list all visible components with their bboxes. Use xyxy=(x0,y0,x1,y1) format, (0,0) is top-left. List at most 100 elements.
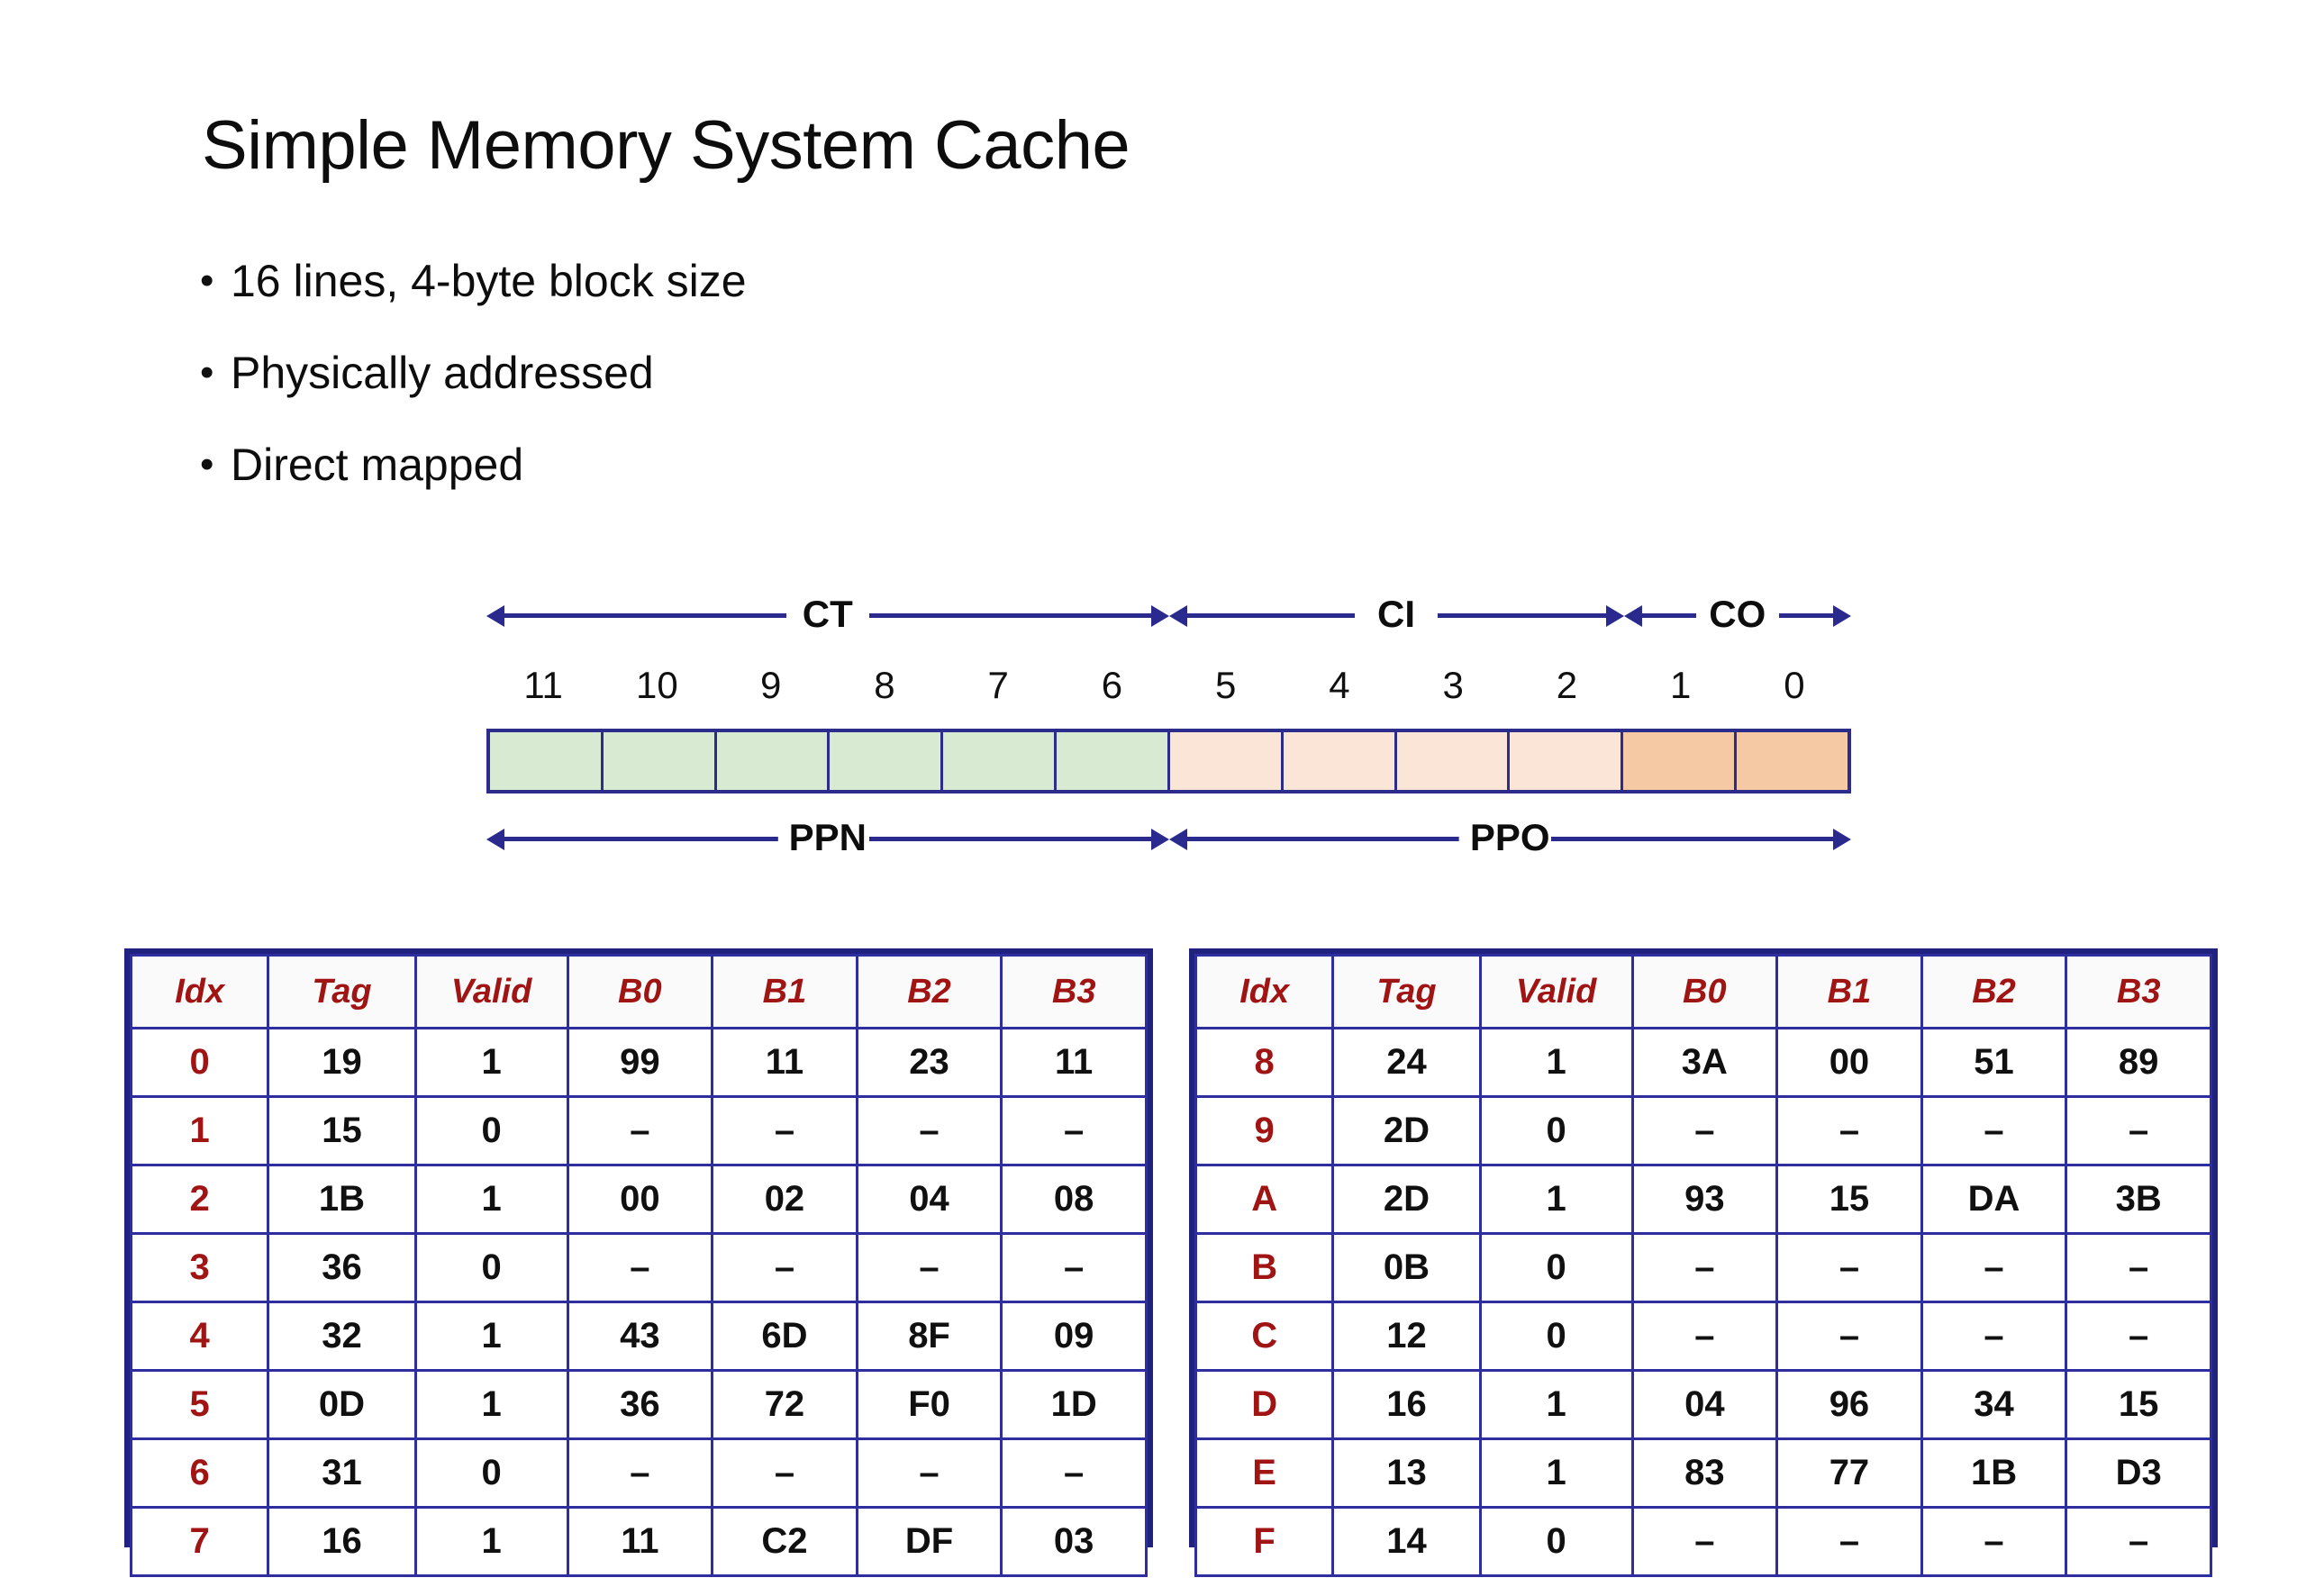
bit-number-label: 6 xyxy=(1101,664,1123,706)
arrow-head-left-icon xyxy=(1168,605,1187,627)
cell-b0: – xyxy=(566,1437,714,1509)
arrow-line-left xyxy=(1185,613,1355,618)
field-span-co: CO xyxy=(1623,586,1851,642)
cell-idx: E xyxy=(1194,1437,1335,1509)
bullet-text: Physically addressed xyxy=(231,348,654,398)
field-span-ppn: PPN xyxy=(486,810,1169,866)
arrow-head-left-icon xyxy=(486,605,504,627)
arrow-line-right xyxy=(1438,613,1608,618)
column-header-tag: Tag xyxy=(267,954,417,1029)
column-header-idx: Idx xyxy=(129,954,270,1029)
cell-idx: A xyxy=(1194,1164,1335,1235)
bit-number-label: 7 xyxy=(987,664,1009,706)
cell-b0: – xyxy=(566,1232,714,1303)
column-header-b3: B3 xyxy=(2065,954,2212,1029)
cell-valid: 0 xyxy=(1478,1095,1634,1166)
cell-b3: – xyxy=(1000,1095,1148,1166)
bit-number-label: 0 xyxy=(1784,664,1805,706)
cell-b0: 36 xyxy=(566,1369,714,1440)
cell-idx: 1 xyxy=(129,1095,270,1166)
cell-valid: 1 xyxy=(413,1164,569,1235)
arrow-line-right xyxy=(1551,837,1835,841)
bit-cell-3 xyxy=(1396,732,1511,790)
cell-tag: 12 xyxy=(1331,1301,1482,1372)
bit-cell-6 xyxy=(1057,732,1170,790)
cell-b0: 43 xyxy=(566,1301,714,1372)
column-header-b0: B0 xyxy=(1630,954,1779,1029)
cell-b1: – xyxy=(1775,1095,1923,1166)
cell-b0: 3A xyxy=(1630,1027,1779,1098)
cell-b3: – xyxy=(2065,1506,2212,1577)
cell-b3: – xyxy=(2065,1232,2212,1303)
arrow-line-right xyxy=(1778,613,1835,618)
column-header-b2: B2 xyxy=(1920,954,2068,1029)
cell-b3: 15 xyxy=(2065,1369,2212,1440)
cell-b1: – xyxy=(711,1437,858,1509)
cell-b3: – xyxy=(2065,1095,2212,1166)
arrow-head-left-icon xyxy=(1168,829,1187,850)
cell-b2: – xyxy=(855,1095,1003,1166)
cell-valid: 1 xyxy=(1478,1164,1634,1235)
arrow-line-right xyxy=(868,837,1153,841)
cell-tag: 24 xyxy=(1331,1027,1482,1098)
arrow-head-right-icon xyxy=(1833,605,1851,627)
cell-b2: – xyxy=(1920,1506,2068,1577)
cell-b2: DF xyxy=(855,1506,1003,1577)
cell-idx: 7 xyxy=(129,1506,270,1577)
column-header-tag: Tag xyxy=(1331,954,1482,1029)
arrow-head-left-icon xyxy=(1623,605,1642,627)
cell-tag: 2D xyxy=(1331,1164,1482,1235)
field-span-ct: CT xyxy=(486,586,1169,642)
arrow-line-left xyxy=(503,837,786,841)
cell-b1: – xyxy=(1775,1232,1923,1303)
bit-number-label: 5 xyxy=(1214,664,1237,706)
cell-b1: 6D xyxy=(711,1301,858,1372)
cell-b1: 77 xyxy=(1775,1437,1923,1509)
bullet-text: Direct mapped xyxy=(231,440,524,490)
bit-cell-0 xyxy=(1737,732,1848,790)
cell-idx: D xyxy=(1194,1369,1335,1440)
cell-b0: 00 xyxy=(566,1164,714,1235)
column-header-b2: B2 xyxy=(855,954,1003,1029)
cell-b0: 99 xyxy=(566,1027,714,1098)
cell-b2: – xyxy=(1920,1301,2068,1372)
cell-b2: 51 xyxy=(1920,1027,2068,1098)
field-span-ci: CI xyxy=(1168,586,1624,642)
cell-b0: – xyxy=(1630,1301,1779,1372)
bullet-dot-icon: • xyxy=(200,442,214,486)
bit-cell-2 xyxy=(1510,732,1624,790)
cell-valid: 0 xyxy=(413,1437,569,1509)
cell-valid: 0 xyxy=(413,1095,569,1166)
cell-b0: 04 xyxy=(1630,1369,1779,1440)
bit-number-label: 3 xyxy=(1442,664,1464,706)
cell-b3: 03 xyxy=(1000,1506,1148,1577)
column-header-valid: Valid xyxy=(413,954,569,1029)
cell-idx: 2 xyxy=(129,1164,270,1235)
cell-b3: 1D xyxy=(1000,1369,1148,1440)
cell-b1: C2 xyxy=(711,1506,858,1577)
cell-idx: 3 xyxy=(129,1232,270,1303)
cell-valid: 0 xyxy=(413,1232,569,1303)
bit-number-label: 2 xyxy=(1556,664,1578,706)
cell-valid: 0 xyxy=(1478,1506,1634,1577)
cell-idx: 9 xyxy=(1194,1095,1335,1166)
bullet-item: •Physically addressed xyxy=(200,346,1461,416)
cell-b0: – xyxy=(1630,1506,1779,1577)
column-header-b1: B1 xyxy=(1775,954,1923,1029)
cell-b2: – xyxy=(1920,1232,2068,1303)
cell-b2: 8F xyxy=(855,1301,1003,1372)
bit-cell-5 xyxy=(1169,732,1284,790)
